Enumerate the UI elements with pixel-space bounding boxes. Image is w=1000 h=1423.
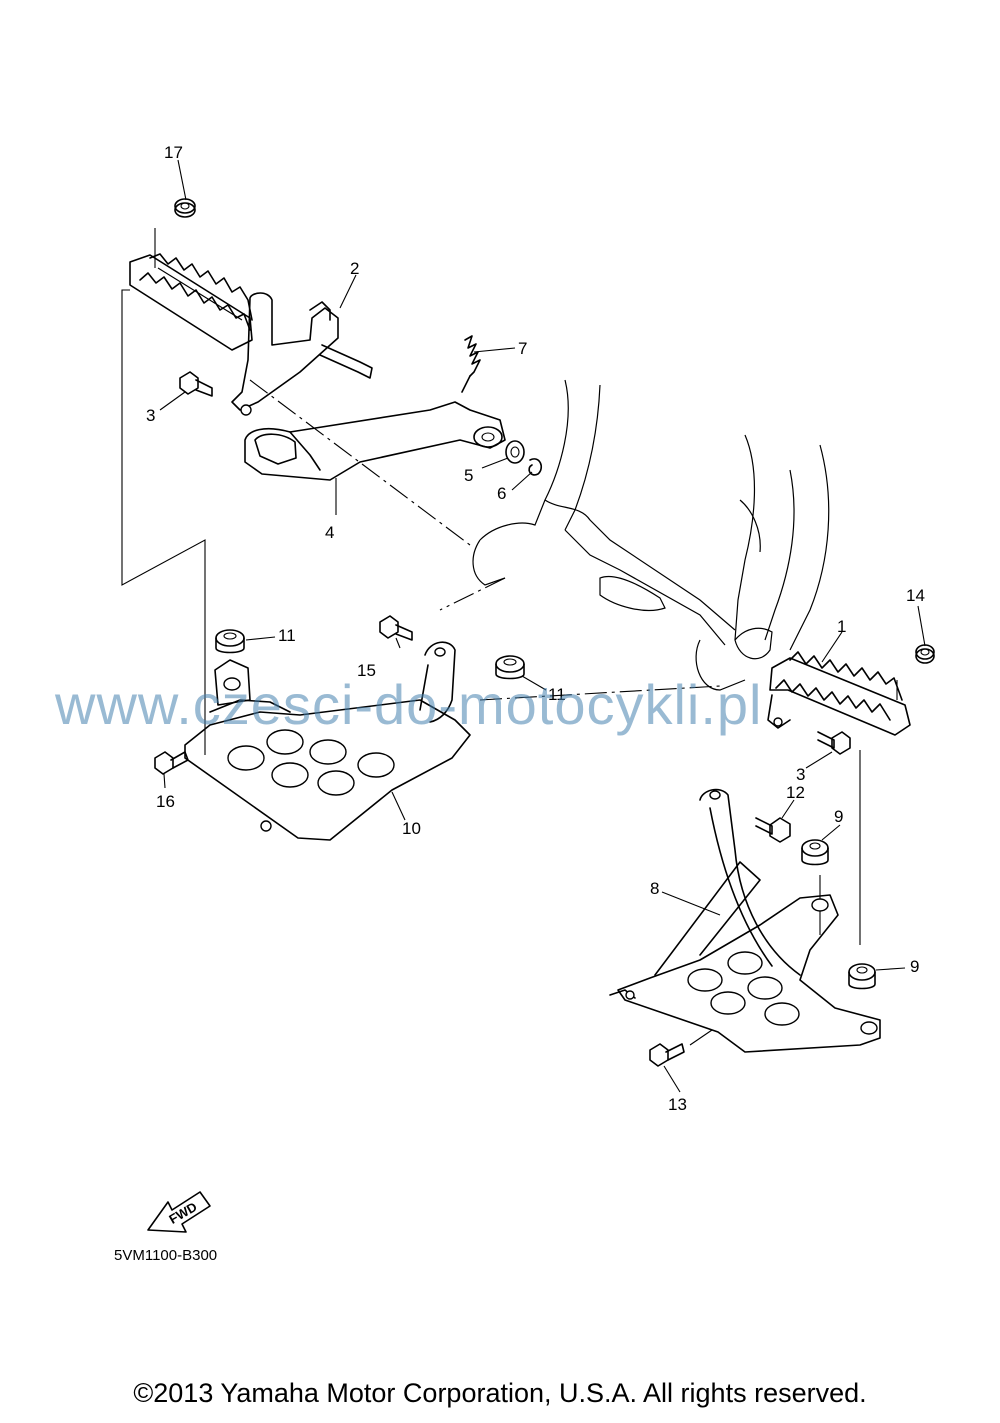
left-footrest-assembly	[129, 198, 542, 481]
callout-6: 6	[497, 484, 506, 503]
bolt-15	[379, 615, 413, 641]
callout-numbers: 17 2 7 3 5 6 4 11 15 11 1 14 3 16 10 12 …	[146, 143, 925, 1114]
callout-7: 7	[518, 339, 527, 358]
callout-5: 5	[464, 466, 473, 485]
watermark: www.czesci-do-motocykli.pl	[55, 673, 763, 736]
callout-1: 1	[837, 617, 846, 636]
callout-11-left: 11	[278, 626, 296, 645]
bolt-3-right	[817, 731, 851, 755]
right-footrest-assembly	[767, 644, 935, 755]
callout-4: 4	[325, 523, 334, 542]
callout-leaders	[159, 159, 926, 1093]
nut-14	[915, 644, 935, 664]
callout-12: 12	[786, 783, 805, 802]
callout-11-centre: 11	[548, 685, 566, 704]
left-guard-assembly	[154, 615, 525, 841]
clip-6	[528, 458, 542, 476]
bolt-12	[755, 817, 791, 843]
damper-9-upper	[801, 839, 829, 866]
bolt-16	[154, 751, 189, 775]
bolt-13	[649, 1043, 685, 1067]
callout-2: 2	[350, 259, 359, 278]
damper-9-lower	[848, 963, 876, 990]
motorcycle-frame	[472, 379, 830, 691]
callout-14: 14	[906, 586, 925, 605]
callout-15: 15	[357, 661, 376, 680]
right-guard-assembly	[609, 788, 881, 1067]
callout-9-lower: 9	[910, 957, 919, 976]
bolt-3-left	[179, 371, 213, 397]
diagram-code: 5VM1100-B300	[114, 1247, 218, 1264]
copyright-notice: ©2013 Yamaha Motor Corporation, U.S.A. A…	[133, 1378, 867, 1408]
nut-17	[174, 198, 196, 218]
callout-16: 16	[156, 792, 175, 811]
callout-3-right: 3	[796, 765, 805, 784]
damper-11-left	[215, 629, 245, 654]
callout-17: 17	[164, 143, 183, 162]
callout-8: 8	[650, 879, 659, 898]
alignment-lines	[121, 228, 898, 945]
callout-3-left: 3	[146, 406, 155, 425]
washer-5	[505, 440, 525, 464]
callout-13: 13	[668, 1095, 687, 1114]
callout-9-upper: 9	[834, 807, 843, 826]
damper-11-centre	[495, 655, 525, 680]
fwd-arrow-icon: FWD	[147, 1191, 211, 1233]
callout-10: 10	[402, 819, 421, 838]
